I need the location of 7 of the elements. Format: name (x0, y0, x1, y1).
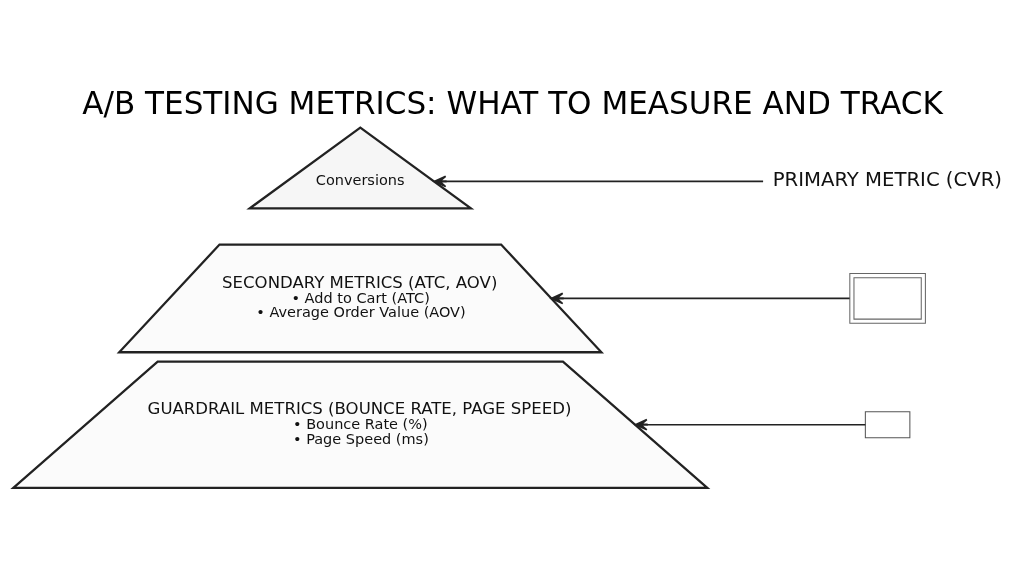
arrow (549, 291, 850, 304)
node-picture (848, 272, 926, 324)
node-text: PRIMARY METRIC (CVR) (772, 167, 1002, 191)
node-box (864, 410, 910, 438)
diagram-title: A/B TESTING METRICS: WHAT TO MEASURE AND TRACK (81, 84, 943, 121)
arrow (634, 418, 866, 431)
arrow (432, 174, 764, 187)
